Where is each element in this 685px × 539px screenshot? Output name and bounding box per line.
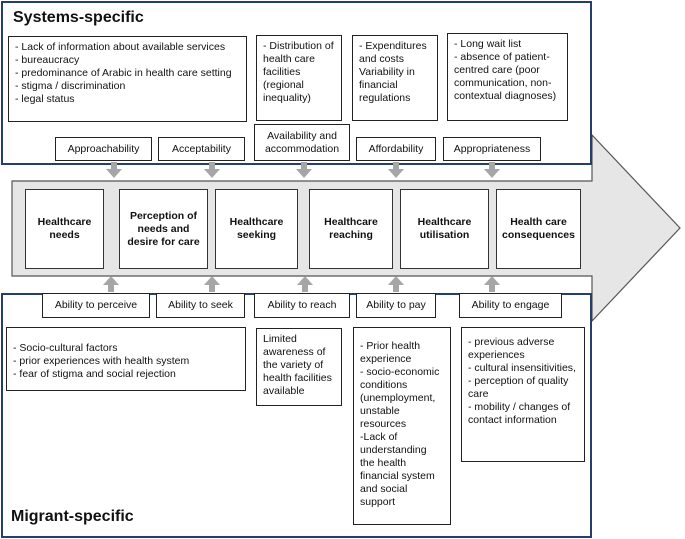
migrant-detail-perceive: - Socio-cultural factors - prior experie… <box>6 327 246 391</box>
systems-detail-availability: - Distribution of health care facilities… <box>256 35 342 121</box>
ability-seek: Ability to seek <box>156 293 245 318</box>
stage-perception: Perception of needs and desire for care <box>119 189 208 269</box>
ability-pay: Ability to pay <box>356 293 436 318</box>
up-arrow-perceive <box>103 276 119 292</box>
migrant-detail-engage: - previous adverse experiences - cultura… <box>461 327 585 462</box>
down-arrow-approachability <box>106 162 122 178</box>
up-arrow-engage <box>484 276 500 292</box>
stage-healthcare-seeking: Healthcare seeking <box>215 189 298 269</box>
down-arrow-affordability <box>388 162 404 178</box>
down-arrow-appropriateness <box>484 162 500 178</box>
migrant-title: Migrant-specific <box>11 508 134 525</box>
up-arrow-reach <box>297 276 313 292</box>
stage-health-care-consequences: Health care consequences <box>496 189 581 269</box>
stage-healthcare-reaching: Healthcare reaching <box>309 189 393 269</box>
stage-healthcare-utilisation: Healthcare utilisation <box>400 189 489 269</box>
dimension-acceptability: Acceptability <box>158 137 245 161</box>
down-arrow-availability <box>296 162 312 178</box>
up-arrow-seek <box>204 276 220 292</box>
dimension-availability: Availability and accommodation <box>254 124 350 161</box>
systems-detail-appropriateness: - Long wait list - absence of patient-ce… <box>447 33 568 121</box>
dimension-appropriateness: Appropriateness <box>443 137 541 161</box>
down-arrow-acceptability <box>204 162 220 178</box>
systems-title: Systems-specific <box>13 9 144 26</box>
ability-perceive: Ability to perceive <box>42 293 150 318</box>
migrant-detail-reach: Limited awareness of the variety of heal… <box>256 328 342 406</box>
ability-reach: Ability to reach <box>254 293 350 318</box>
up-arrow-pay <box>388 276 404 292</box>
systems-detail-affordability: - Expenditures and costs Variability in … <box>352 35 438 121</box>
migrant-detail-pay: - Prior health experience - socio-econom… <box>353 327 451 525</box>
dimension-approachability: Approachability <box>55 137 152 161</box>
systems-detail-approachability: - Lack of information about available se… <box>8 36 247 122</box>
stage-healthcare-needs: Healthcare needs <box>25 189 104 269</box>
dimension-affordability: Affordability <box>356 137 436 161</box>
ability-engage: Ability to engage <box>459 293 562 318</box>
